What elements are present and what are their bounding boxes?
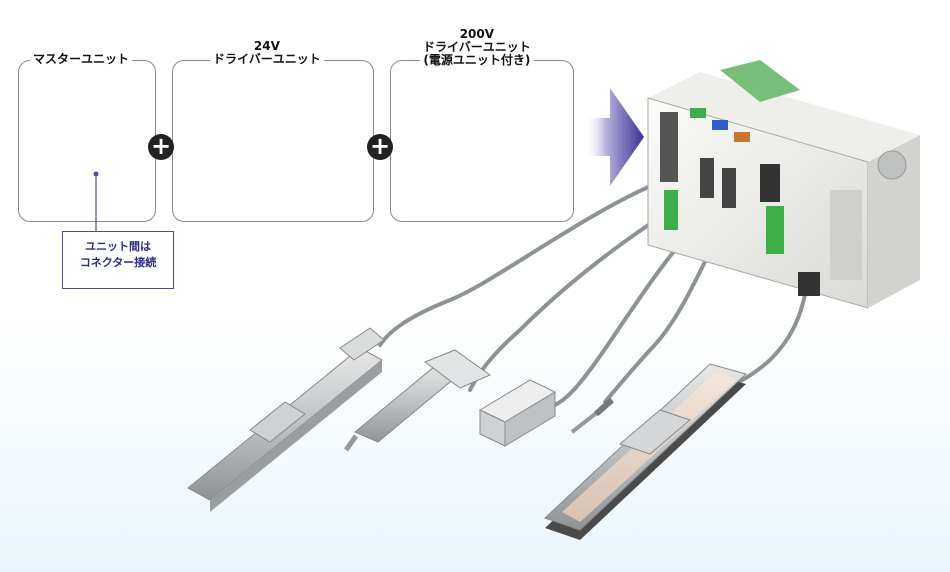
rod-actuator — [343, 349, 492, 452]
plus-icon: + — [148, 134, 174, 160]
driver-200v-box — [390, 60, 574, 222]
plus-icon: + — [367, 134, 393, 160]
master-unit-title: マスターユニット — [30, 53, 133, 66]
driver-200v-title-line1: 200V — [459, 27, 495, 41]
mini-rod-actuator — [570, 397, 614, 434]
driver-200v-title-line2: ドライバーユニット — [423, 40, 531, 54]
flow-arrow — [585, 88, 644, 186]
callout-line1: ユニット間は — [85, 240, 151, 253]
master-unit-box — [18, 60, 156, 222]
combined-controller-illustration — [647, 60, 920, 309]
driver-200v-title-line3: (電源ユニット付き) — [423, 53, 531, 67]
driver-24v-title: 24V ドライバーユニット — [210, 40, 324, 66]
connector-callout: ユニット間は コネクター接続 — [62, 231, 174, 289]
belt-slider-actuator — [544, 363, 747, 540]
rod-slider-actuator — [187, 327, 385, 512]
driver-24v-title-line2: ドライバーユニット — [213, 52, 321, 66]
callout-line2: コネクター接続 — [79, 256, 157, 269]
gripper-actuator — [478, 379, 557, 447]
driver-24v-title-line1: 24V — [253, 39, 280, 53]
driver-24v-box — [172, 60, 374, 222]
driver-200v-title: 200V ドライバーユニット (電源ユニット付き) — [420, 28, 534, 67]
